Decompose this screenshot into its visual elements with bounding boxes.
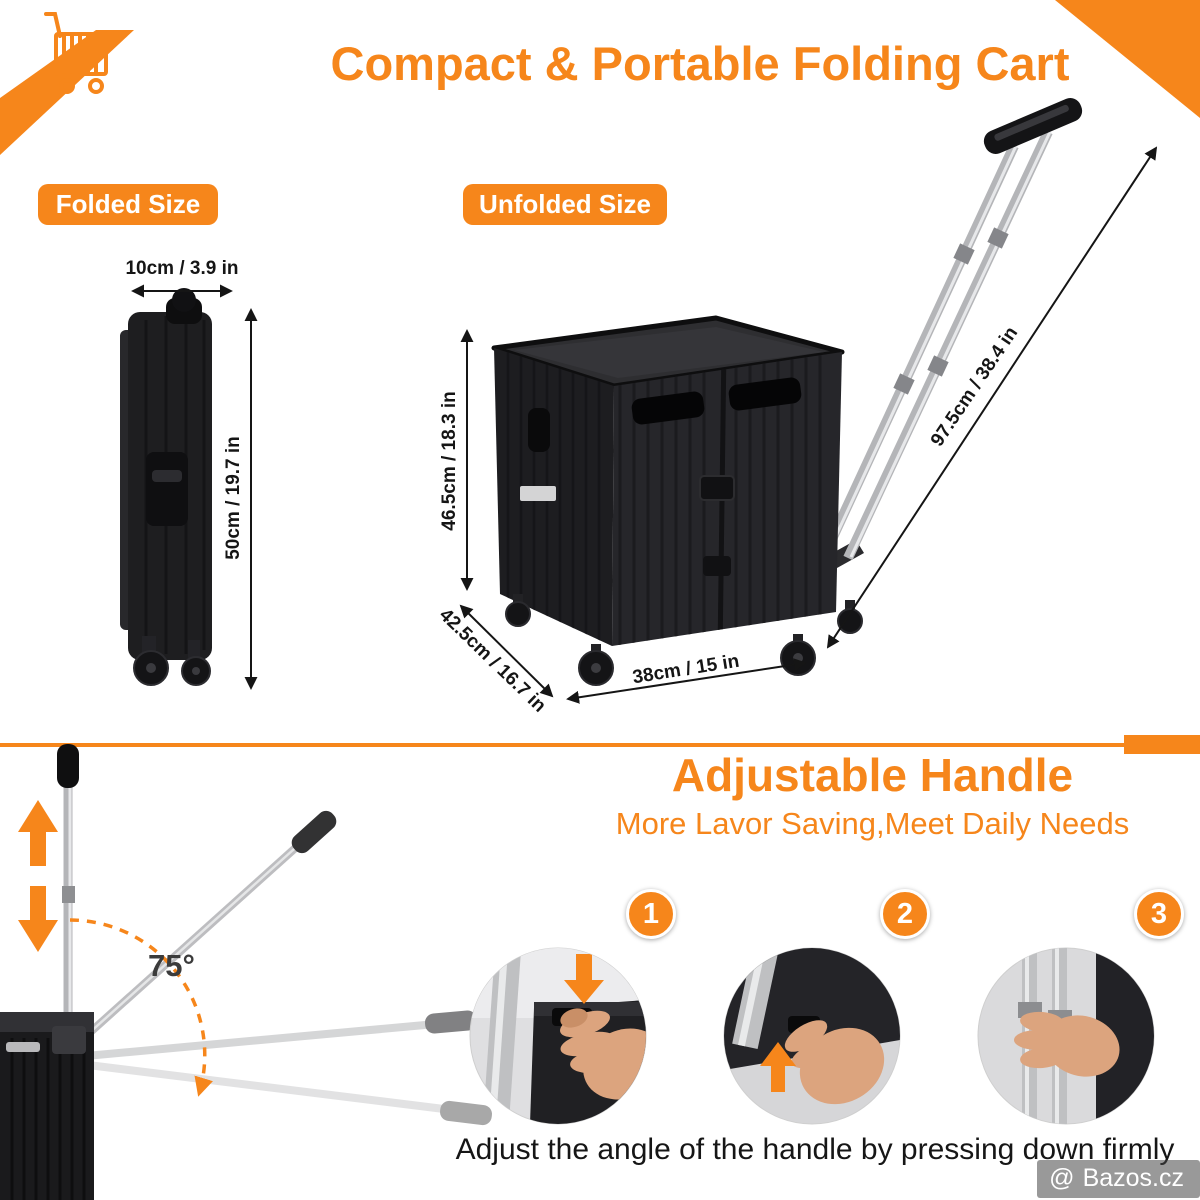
step-photo-3 (977, 947, 1155, 1125)
watermark: @ Bazos.cz (1037, 1160, 1200, 1198)
arrow-down-icon (18, 886, 58, 952)
adjustable-handle-subtitle: More Lavor Saving,Meet Daily Needs (615, 806, 1130, 841)
unfolded-size-badge: Unfolded Size (463, 184, 667, 225)
step-number-3: 3 (1134, 889, 1184, 939)
shopping-cart-icon (44, 12, 108, 94)
step-photo-1 (469, 947, 647, 1125)
page-title: Compact & Portable Folding Cart (330, 37, 1070, 90)
angle-label: 75° (148, 948, 195, 983)
folded-size-badge: Folded Size (38, 184, 218, 225)
step-number-1: 1 (626, 889, 676, 939)
handle-grip (983, 98, 1083, 154)
telescoping-handle (809, 98, 1083, 581)
step-number-2: 2 (880, 889, 930, 939)
watermark-text: Bazos.cz (1082, 1164, 1184, 1192)
unfolded-cart-illustration (491, 315, 863, 686)
watermark-camera-icon: @ (1049, 1164, 1075, 1192)
folded-width-dimension: 10cm / 3.9 in (125, 258, 239, 279)
folded-dimension-lines (131, 284, 258, 690)
arrow-up-icon (18, 800, 58, 866)
unfolded-dimension-lines (459, 146, 1158, 704)
unfolded-height-dimension: 46.5cm / 18.3 in (439, 391, 460, 531)
adjustable-handle-title: Adjustable Handle (671, 749, 1074, 801)
handle-angle-illustration (0, 744, 492, 1200)
folded-cart-illustration (120, 288, 212, 686)
folded-height-dimension: 50cm / 19.7 in (223, 436, 244, 560)
section-divider (0, 735, 1200, 754)
step-photo-2 (723, 947, 901, 1125)
